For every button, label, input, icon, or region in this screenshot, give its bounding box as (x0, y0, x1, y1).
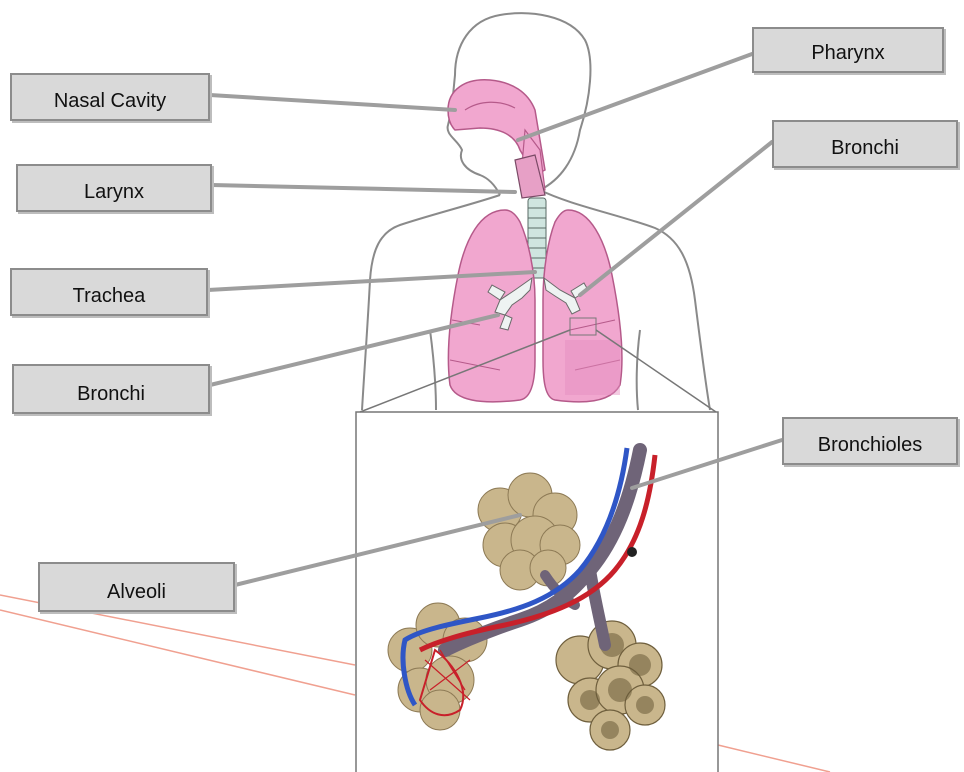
label-bronchi-right: Bronchi (772, 120, 958, 168)
label-bronchioles: Bronchioles (782, 417, 958, 465)
label-trachea: Trachea (10, 268, 208, 316)
label-bronchi-left: Bronchi (12, 364, 210, 414)
label-alveoli: Alveoli (38, 562, 235, 612)
label-nasal-cavity: Nasal Cavity (10, 73, 210, 121)
label-pharynx: Pharynx (752, 27, 944, 73)
alveoli-illustration (388, 448, 665, 750)
label-larynx: Larynx (16, 164, 212, 212)
